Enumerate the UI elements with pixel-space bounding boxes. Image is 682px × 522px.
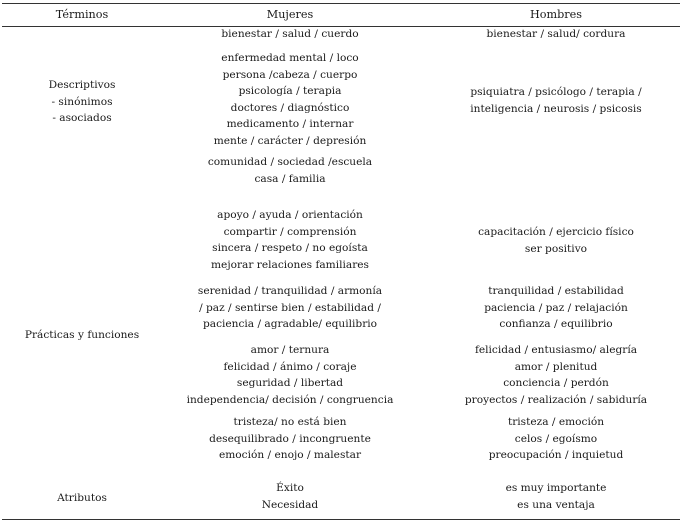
mujeres-group-5: serenidad / tranquilidad / armonía / paz… — [162, 283, 418, 333]
mujeres-line: tristeza/ no está bien — [233, 416, 347, 428]
mujeres-line: felicidad / ánimo / coraje — [223, 360, 357, 373]
mujeres-line: serenidad / tranquilidad / armonía — [197, 285, 383, 297]
hombres-line: tranquilidad / estabilidad — [488, 285, 624, 297]
mujeres-group-6: amor / ternura felicidad / ánimo / coraj… — [162, 342, 418, 408]
header-mujeres: Mujeres — [266, 8, 314, 21]
mujeres-line: mente / carácter / depresión — [213, 134, 367, 147]
mujeres-line: Necesidad — [261, 498, 319, 511]
mujeres-line: / paz / sentirse bien / estabilidad / — [199, 301, 381, 314]
hombres-group-4: tranquilidad / estabilidad paciencia / p… — [432, 283, 680, 333]
table-bottom-rule — [2, 519, 680, 520]
mujeres-group-3: comunidad / sociedad /escuela casa / fam… — [162, 154, 418, 187]
hombres-group-7: es muy importante es una ventaja — [432, 480, 680, 513]
hombres-line: tristeza / emoción — [507, 416, 605, 428]
mujeres-line: persona /cabeza / cuerpo — [222, 68, 358, 81]
term-line: Atributos — [57, 492, 107, 504]
hombres-line: confianza / equilibrio — [499, 318, 613, 331]
mujeres-group-1: bienestar / salud / cuerdo — [162, 26, 418, 43]
mujeres-group-4: apoyo / ayuda / orientación compartir / … — [162, 207, 418, 273]
term-line: Prácticas y funciones — [24, 329, 140, 341]
mujeres-line: independencia/ decisión / congruencia — [186, 393, 394, 406]
header-hombres: Hombres — [530, 8, 582, 21]
hombres-line: bienestar / salud/ cordura — [486, 28, 626, 40]
hombres-line: psiquiatra / psicólogo / terapia / — [470, 86, 642, 98]
mujeres-group-7: tristeza/ no está bien desequilibrado / … — [162, 414, 418, 464]
mujeres-group-2: enfermedad mental / loco persona /cabeza… — [162, 50, 418, 150]
hombres-line: conciencia / perdón — [503, 377, 609, 390]
mujeres-line: compartir / comprensión — [223, 225, 357, 238]
hombres-line: amor / plenitud — [514, 360, 598, 373]
hombres-line: capacitación / ejercicio físico — [478, 226, 634, 238]
mujeres-line: sincera / respeto / no egoísta — [212, 242, 368, 255]
mujeres-line: mejorar relaciones familiares — [211, 258, 369, 271]
mujeres-line: Éxito — [276, 482, 304, 494]
header-terminos: Términos — [55, 8, 109, 21]
hombres-line: inteligencia / neurosis / psicosis — [470, 102, 642, 115]
mujeres-line: amor / ternura — [250, 344, 330, 356]
term-practicas: Prácticas y funciones — [2, 327, 162, 344]
hombres-line: es una ventaja — [517, 498, 595, 511]
term-line: - sinónimos — [51, 95, 113, 108]
mujeres-line: medicamento / internar — [226, 118, 354, 131]
hombres-line: es muy importante — [505, 482, 607, 494]
hombres-line: celos / egoísmo — [514, 432, 598, 445]
hombres-line: proyectos / realización / sabiduría — [464, 393, 648, 406]
table-header-rule — [2, 26, 680, 27]
table-top-rule — [2, 3, 680, 4]
term-atributos: Atributos — [2, 490, 162, 507]
mujeres-line: enfermedad mental / loco — [221, 52, 359, 64]
mujeres-line: desequilibrado / incongruente — [209, 432, 371, 445]
hombres-group-2: psiquiatra / psicólogo / terapia / intel… — [432, 84, 680, 117]
mujeres-line: comunidad / sociedad /escuela — [207, 156, 373, 168]
mujeres-line: doctores / diagnóstico — [230, 101, 350, 114]
mujeres-line: casa / familia — [254, 172, 326, 185]
mujeres-line: seguridad / libertad — [236, 377, 344, 390]
mujeres-line: psicología / terapia — [238, 85, 342, 98]
hombres-line: felicidad / entusiasmo/ alegría — [474, 344, 638, 356]
mujeres-line: apoyo / ayuda / orientación — [217, 209, 363, 221]
mujeres-group-8: Éxito Necesidad — [162, 480, 418, 513]
hombres-line: preocupación / inquietud — [488, 449, 624, 462]
hombres-group-5: felicidad / entusiasmo/ alegría amor / p… — [432, 342, 680, 408]
mujeres-line: paciencia / agradable/ equilibrio — [202, 318, 378, 331]
hombres-group-3: capacitación / ejercicio físico ser posi… — [432, 224, 680, 257]
term-descriptivos: Descriptivos - sinónimos - asociados — [2, 77, 162, 127]
mujeres-line: bienestar / salud / cuerdo — [221, 28, 359, 40]
hombres-line: ser positivo — [524, 242, 588, 255]
hombres-group-6: tristeza / emoción celos / egoísmo preoc… — [432, 414, 680, 464]
hombres-line: paciencia / paz / relajación — [484, 301, 628, 314]
term-line: - asociados — [52, 112, 112, 125]
mujeres-line: emoción / enojo / malestar — [218, 449, 362, 462]
hombres-group-1: bienestar / salud/ cordura — [432, 26, 680, 43]
term-line: Descriptivos — [48, 79, 116, 91]
